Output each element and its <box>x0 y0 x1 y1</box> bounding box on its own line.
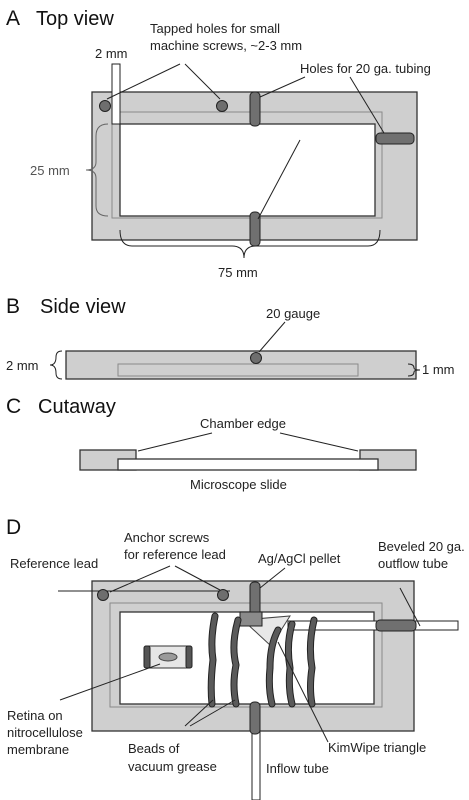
reference-wire-tube <box>111 63 121 125</box>
retina-membrane <box>143 645 193 669</box>
label-25mm: 25 mm <box>30 163 70 178</box>
inflow-tube-sleeve <box>249 701 261 735</box>
tapped-hole-right <box>216 100 228 112</box>
gauge-leader <box>258 321 286 353</box>
brace-2mm-side <box>49 350 63 380</box>
brace-75mm <box>119 229 381 259</box>
microscope-slide <box>117 458 379 471</box>
beads-leader-2 <box>189 699 236 727</box>
label-retina-2: nitrocellulose <box>7 725 83 740</box>
label-beveled-1: Beveled 20 ga. <box>378 539 465 554</box>
chamber-edge-leader-2 <box>279 432 359 452</box>
retina <box>158 652 178 662</box>
vacuum-grease-beads <box>207 612 318 708</box>
label-tapped-2: machine screws, ~2-3 mm <box>150 38 302 53</box>
panel-a-letter: A <box>6 7 20 30</box>
tubing-hole-top <box>249 91 261 127</box>
label-2mm-side: 2 mm <box>6 358 39 373</box>
tubing-leader-3 <box>257 139 301 220</box>
panel-d: D <box>6 516 465 800</box>
grease-bead-5 <box>307 617 317 707</box>
grease-bead-2 <box>231 617 241 707</box>
tapped-leader-2 <box>184 63 221 100</box>
panel-d-letter: D <box>6 516 21 539</box>
label-anchor-1: Anchor screws <box>124 530 210 545</box>
grease-bead-4 <box>285 621 295 707</box>
label-2mm: 2 mm <box>95 46 128 61</box>
outflow-tube-sleeve <box>375 619 417 632</box>
panel-c-letter: C <box>6 395 21 418</box>
brace-25mm <box>85 123 109 217</box>
label-inflow: Inflow tube <box>266 761 329 776</box>
label-microscope-slide: Microscope slide <box>190 477 287 492</box>
label-anchor-2: for reference lead <box>124 547 226 562</box>
membrane-grease-right <box>185 645 193 669</box>
tubing-hole-right <box>375 132 415 145</box>
grease-bead-1 <box>208 613 218 707</box>
panel-a: A Top view 2 mm Tapped holes for small m… <box>6 7 431 280</box>
agagcl-pellet <box>239 611 263 627</box>
tubing-leader-1 <box>259 76 306 98</box>
label-reference-lead: Reference lead <box>10 556 98 571</box>
label-retina-1: Retina on <box>7 708 63 723</box>
side-recess <box>117 363 359 377</box>
anchor-leader-2 <box>174 565 221 591</box>
panel-c-title: Cutaway <box>38 396 116 418</box>
recess-outline <box>111 111 383 219</box>
beads-leader-1 <box>184 699 214 727</box>
tubing-leader-2 <box>349 76 385 134</box>
label-beveled-2: outflow tube <box>378 556 448 571</box>
tapped-leader-1 <box>106 63 181 100</box>
panel-a-title: Top view <box>36 8 114 30</box>
side-gauge-hole <box>250 352 262 364</box>
chamber-well <box>119 123 376 217</box>
anchor-leader-1 <box>109 565 171 593</box>
panel-b-letter: B <box>6 295 20 318</box>
retina-leader <box>59 663 161 701</box>
pellet-leader <box>259 567 286 589</box>
label-75mm: 75 mm <box>218 265 258 280</box>
label-20-gauge: 20 gauge <box>266 306 320 321</box>
panel-c: C Cutaway Chamber edge Microscope slide <box>6 395 417 492</box>
label-retina-3: membrane <box>7 742 69 757</box>
label-1mm: 1 mm <box>422 362 455 377</box>
brace-1mm <box>407 363 421 377</box>
label-tapped-1: Tapped holes for small <box>150 21 280 36</box>
d-recess-outline <box>109 602 383 708</box>
kimwipe-leader <box>277 641 329 743</box>
anchor-screw-right <box>217 589 229 601</box>
label-holes-tubing: Holes for 20 ga. tubing <box>300 61 431 76</box>
label-beads-2: vacuum grease <box>128 759 217 774</box>
label-beads-1: Beads of <box>128 741 180 756</box>
label-kimwipe: KimWipe triangle <box>328 740 426 755</box>
membrane-grease-left <box>143 645 151 669</box>
panel-b-title: Side view <box>40 296 126 318</box>
anchor-screw-left <box>97 589 109 601</box>
label-chamber-edge: Chamber edge <box>200 416 286 431</box>
outflow-leader <box>399 587 421 627</box>
label-pellet: Ag/AgCl pellet <box>258 551 341 566</box>
tapped-hole-left <box>99 100 111 112</box>
panel-b: B Side view 20 gauge 2 mm 1 mm <box>6 295 455 380</box>
grease-bead-3 <box>266 627 281 707</box>
chamber-edge-leader-1 <box>137 432 213 452</box>
